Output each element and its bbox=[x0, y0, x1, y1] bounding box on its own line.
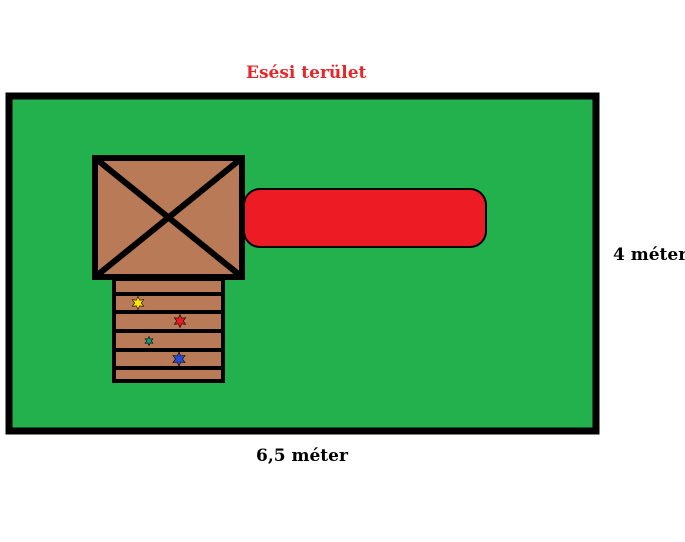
climbing-hold-star-icon bbox=[144, 335, 154, 347]
slide bbox=[243, 188, 487, 248]
platform-cross-beam bbox=[93, 155, 244, 280]
climbing-hold-star-icon bbox=[131, 295, 145, 311]
climbing-hold-star-icon bbox=[173, 313, 187, 329]
width-dimension-label: 6,5 méter bbox=[256, 446, 348, 466]
fall-area-title: Esési terület bbox=[246, 63, 367, 83]
climbing-hold-star-icon bbox=[172, 351, 186, 367]
height-dimension-label: 4 méter bbox=[613, 245, 685, 265]
tower-platform bbox=[92, 155, 245, 280]
ladder bbox=[112, 277, 225, 383]
